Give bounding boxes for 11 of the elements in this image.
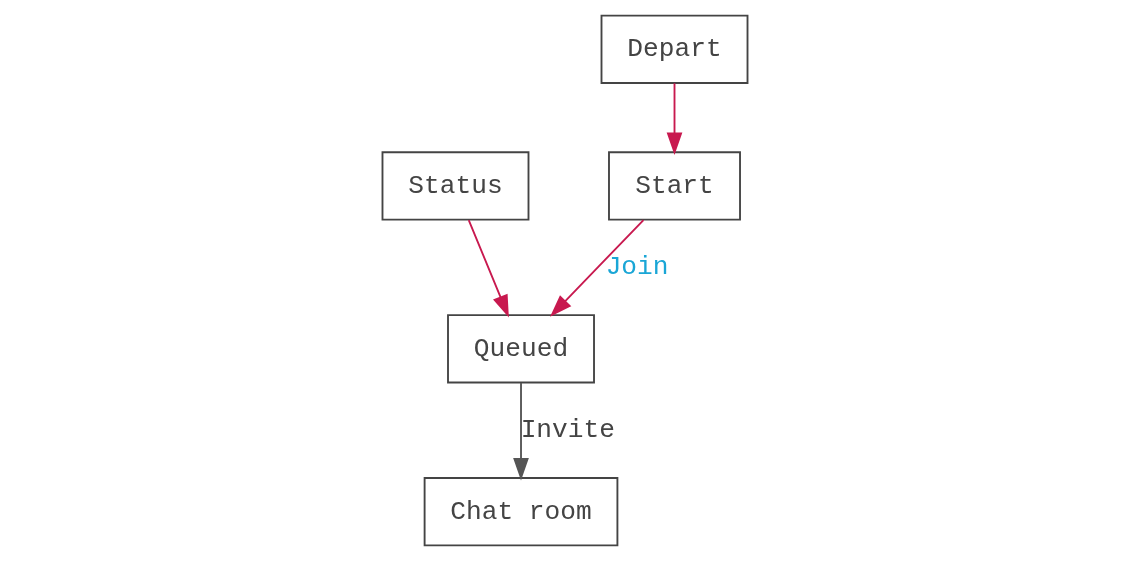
edge-label: Join bbox=[605, 252, 669, 283]
arrow bbox=[467, 219, 509, 318]
edge-label: Invite bbox=[520, 415, 615, 446]
node-box: Start bbox=[607, 151, 741, 221]
node-box: Queued bbox=[446, 314, 595, 384]
arrow bbox=[549, 219, 644, 317]
arrow bbox=[666, 82, 682, 156]
arrow bbox=[512, 381, 529, 481]
node-box: Depart bbox=[600, 14, 748, 84]
node-box: Status bbox=[381, 151, 529, 221]
node-box: Chat room bbox=[423, 477, 618, 547]
